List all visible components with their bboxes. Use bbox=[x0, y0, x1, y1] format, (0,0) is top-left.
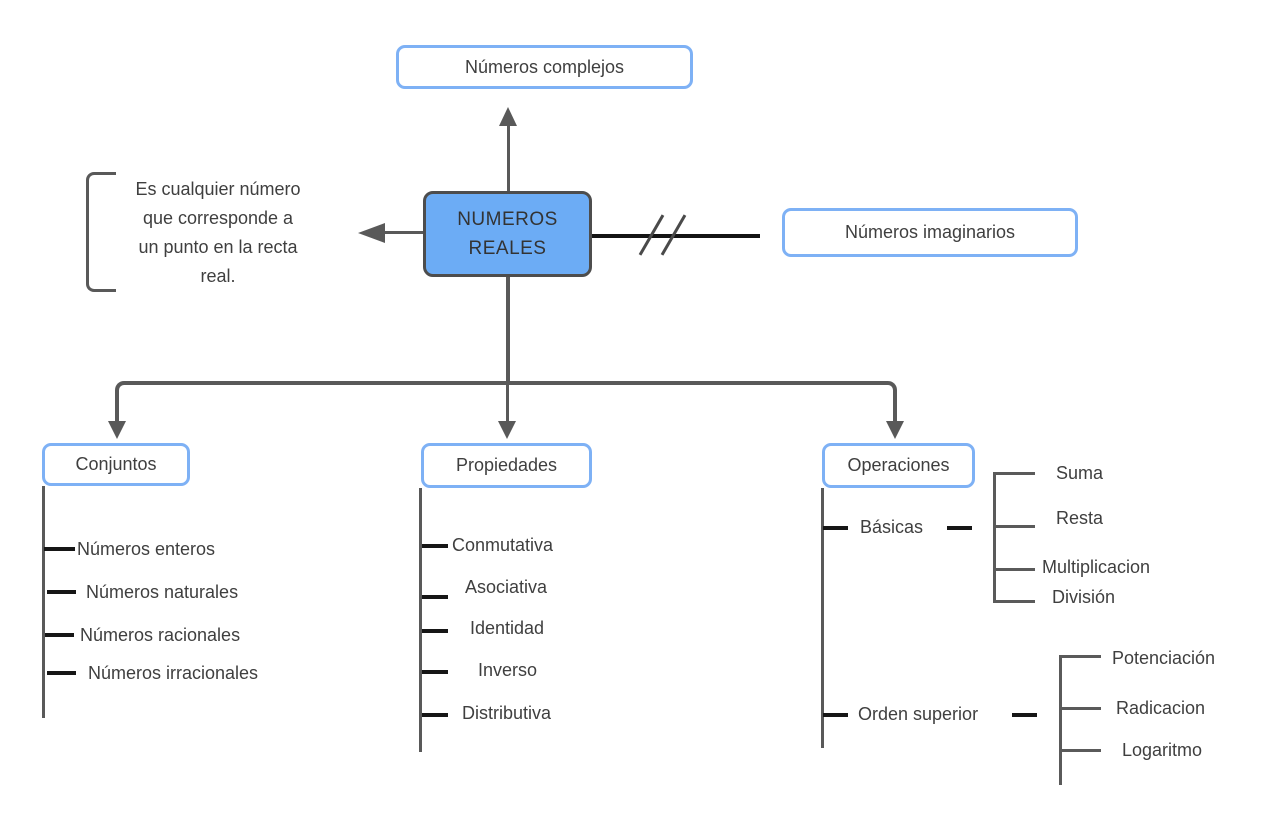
arrow-up-icon bbox=[499, 107, 517, 126]
propiedades-item: Conmutativa bbox=[452, 535, 554, 555]
conjuntos-item: Números naturales bbox=[86, 582, 239, 602]
definition-bracket bbox=[86, 172, 116, 292]
connector-to-conjuntos bbox=[115, 393, 119, 422]
connector-to-operaciones bbox=[893, 393, 897, 422]
conjuntos-item: Números irracionales bbox=[88, 663, 259, 683]
operacion-item: Logaritmo bbox=[1122, 740, 1203, 760]
arrow-down-icon bbox=[886, 421, 904, 439]
operacion-item: Suma bbox=[1056, 463, 1104, 483]
item-tick bbox=[422, 544, 448, 548]
branch-corner-left bbox=[115, 381, 127, 395]
branch-line bbox=[1061, 655, 1101, 658]
propiedades-item: Asociativa bbox=[465, 577, 548, 597]
branch-bar bbox=[125, 381, 887, 385]
operacion-item: Potenciación bbox=[1112, 648, 1216, 668]
item-tick bbox=[823, 526, 848, 530]
arrow-down-icon bbox=[498, 421, 516, 439]
operaciones-spine bbox=[821, 488, 824, 748]
item-tick bbox=[44, 547, 75, 551]
item-tick bbox=[47, 590, 76, 594]
branch-line bbox=[995, 568, 1035, 571]
operacion-item: Radicacion bbox=[1116, 698, 1206, 718]
item-tick bbox=[422, 595, 448, 599]
branch-line bbox=[995, 600, 1035, 603]
operacion-item: División bbox=[1052, 587, 1116, 607]
orden-superior-label: Orden superior bbox=[858, 704, 979, 724]
basicas-label: Básicas bbox=[860, 517, 924, 537]
connector-up bbox=[507, 125, 510, 191]
branch-line bbox=[1061, 707, 1101, 710]
numeros-reales-node: NUMEROS REALES bbox=[423, 191, 592, 277]
connector-to-propiedades bbox=[506, 385, 509, 422]
numeros-imaginarios-node: Números imaginarios bbox=[782, 208, 1078, 257]
orden-superior-bracket bbox=[1059, 655, 1062, 785]
definition-note: Es cualquier número que corresponde a un… bbox=[135, 179, 301, 286]
arrow-left-icon bbox=[358, 223, 385, 243]
conjuntos-spine bbox=[42, 486, 45, 718]
propiedades-item: Identidad bbox=[470, 618, 545, 638]
propiedades-node: Propiedades bbox=[421, 443, 592, 488]
operacion-item: Multiplicacion bbox=[1042, 557, 1151, 577]
item-tick bbox=[823, 713, 848, 717]
connector-down-trunk bbox=[506, 277, 510, 383]
conjuntos-item: Números racionales bbox=[80, 625, 241, 645]
item-tick bbox=[45, 633, 74, 637]
connector-imaginarios bbox=[592, 234, 760, 238]
conjuntos-item: Números enteros bbox=[77, 539, 216, 559]
item-tick bbox=[47, 671, 76, 675]
connector-left bbox=[383, 231, 423, 234]
arrow-down-icon bbox=[108, 421, 126, 439]
propiedades-spine bbox=[419, 488, 422, 752]
basicas-bracket bbox=[993, 472, 996, 603]
numeros-complejos-node: Números complejos bbox=[396, 45, 693, 89]
operacion-item: Resta bbox=[1056, 508, 1104, 528]
branch-line bbox=[995, 472, 1035, 475]
item-tick bbox=[422, 713, 448, 717]
propiedades-item: Distributiva bbox=[462, 703, 552, 723]
branch-line bbox=[995, 525, 1035, 528]
item-tick bbox=[422, 670, 448, 674]
item-tick bbox=[422, 629, 448, 633]
branch-line bbox=[1061, 749, 1101, 752]
item-tick bbox=[1012, 713, 1037, 717]
operaciones-node: Operaciones bbox=[822, 443, 975, 488]
item-tick bbox=[947, 526, 972, 530]
branch-corner-right bbox=[885, 381, 897, 395]
conjuntos-node: Conjuntos bbox=[42, 443, 190, 486]
propiedades-item: Inverso bbox=[478, 660, 538, 680]
